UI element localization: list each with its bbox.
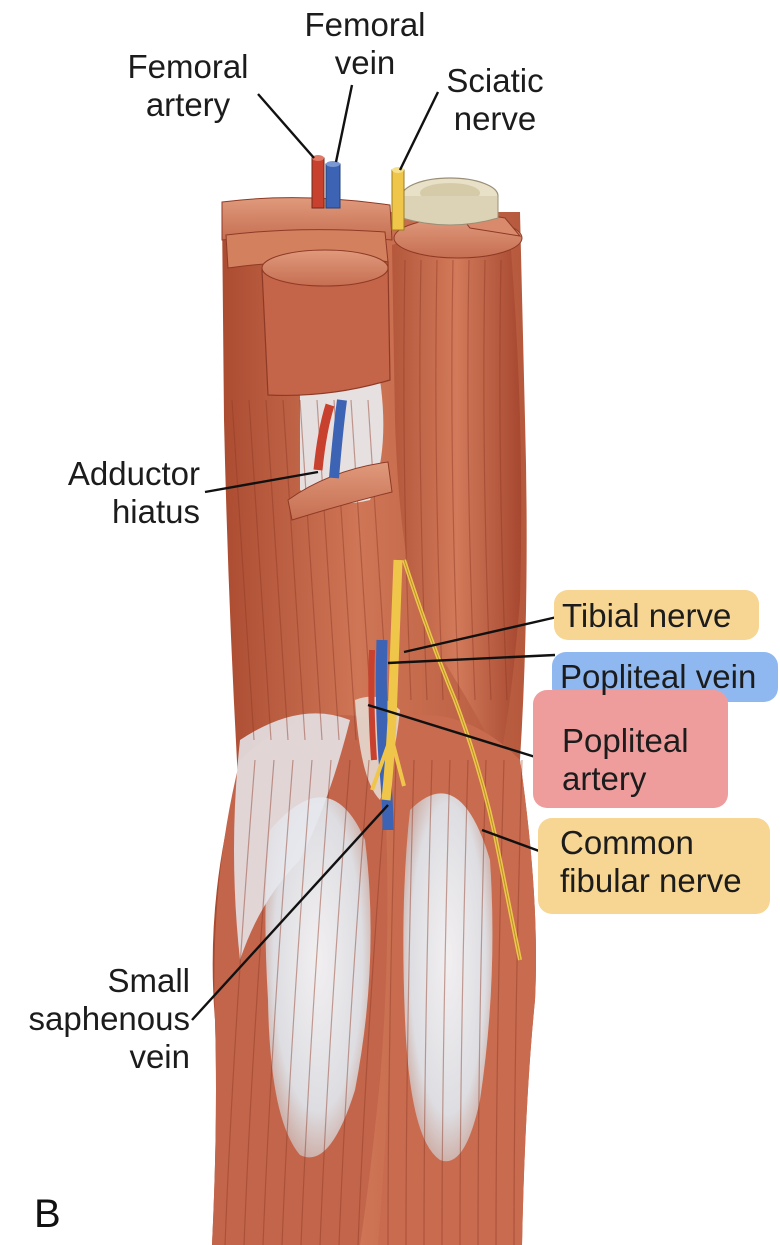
muscle-fiber <box>387 759 397 1245</box>
cut-muscle-ends <box>221 177 523 521</box>
label-line: Femoral <box>304 6 426 43</box>
label-line: vein <box>334 44 396 81</box>
muscle-fiber <box>423 759 433 1245</box>
label-line: nerve <box>453 100 537 137</box>
label-line: vein <box>129 1038 190 1075</box>
popliteal-structures <box>368 559 522 961</box>
label-line: fibular nerve <box>560 862 742 899</box>
muscle-fiber <box>459 759 469 1245</box>
muscle-fiber <box>513 759 523 1245</box>
muscle-fiber <box>282 399 306 741</box>
label-line: hiatus <box>111 493 200 530</box>
muscle-fiber <box>403 259 412 701</box>
label-line: Small <box>107 962 190 999</box>
muscle-fiber <box>483 259 492 701</box>
muscle-fiber <box>299 399 323 741</box>
label-line: Popliteal <box>562 722 689 759</box>
muscle-fiber <box>300 759 332 1245</box>
muscle-fibers <box>224 259 523 1245</box>
vessels-through-hiatus <box>313 399 347 479</box>
leader-lines <box>191 84 558 1021</box>
muscle-fiber <box>243 759 275 1245</box>
label-line: Adductor <box>67 455 200 492</box>
muscle-fiber <box>419 259 428 701</box>
muscle-fiber <box>281 759 313 1245</box>
label-line: saphenous <box>28 1000 190 1037</box>
label-femoral-vein: Femoral vein <box>285 6 445 82</box>
muscle-fiber <box>441 759 451 1245</box>
panel-letter: B <box>34 1192 61 1236</box>
label-line: artery <box>145 86 231 123</box>
muscle-fiber <box>451 259 460 701</box>
muscle-fiber <box>224 759 256 1245</box>
label-line: Sciatic <box>446 62 544 99</box>
label-sciatic-nerve: Sciatic nerve <box>430 62 560 138</box>
label-popliteal-artery: Popliteal artery <box>562 722 689 798</box>
label-line: Femoral <box>127 48 249 85</box>
label-common-fibular-nerve: Common fibular nerve <box>560 824 742 900</box>
muscle-fiber <box>319 759 351 1245</box>
muscle-fiber <box>231 399 255 741</box>
popliteal-artery-highlight <box>533 690 728 808</box>
muscle-fiber <box>265 399 289 741</box>
label-small-saphenous-vein: Small saphenous vein <box>10 962 190 1076</box>
muscle-fiber <box>495 759 505 1245</box>
sciatic-nerve-path <box>391 167 405 231</box>
label-adductor-hiatus: Adductor hiatus <box>20 455 200 531</box>
muscle-fiber <box>357 759 389 1245</box>
muscle-fiber <box>248 399 272 741</box>
label-tibial-nerve: Tibial nerve <box>562 597 732 634</box>
muscle-fiber <box>435 259 444 701</box>
label-femoral-artery: Femoral artery <box>108 48 268 124</box>
label-line: artery <box>562 760 647 797</box>
muscle-fiber <box>477 759 487 1245</box>
tibial-nerve-highlight <box>554 590 759 640</box>
label-popliteal-vein: Popliteal vein <box>560 658 757 695</box>
muscle-fiber <box>499 259 508 701</box>
label-line: Common <box>560 824 694 861</box>
muscle-fiber <box>405 759 415 1245</box>
muscle-fiber <box>338 759 370 1245</box>
common-fibular-nerve-highlight <box>538 818 770 914</box>
femoral-vessels-top <box>311 155 341 209</box>
muscle-fiber <box>262 759 294 1245</box>
